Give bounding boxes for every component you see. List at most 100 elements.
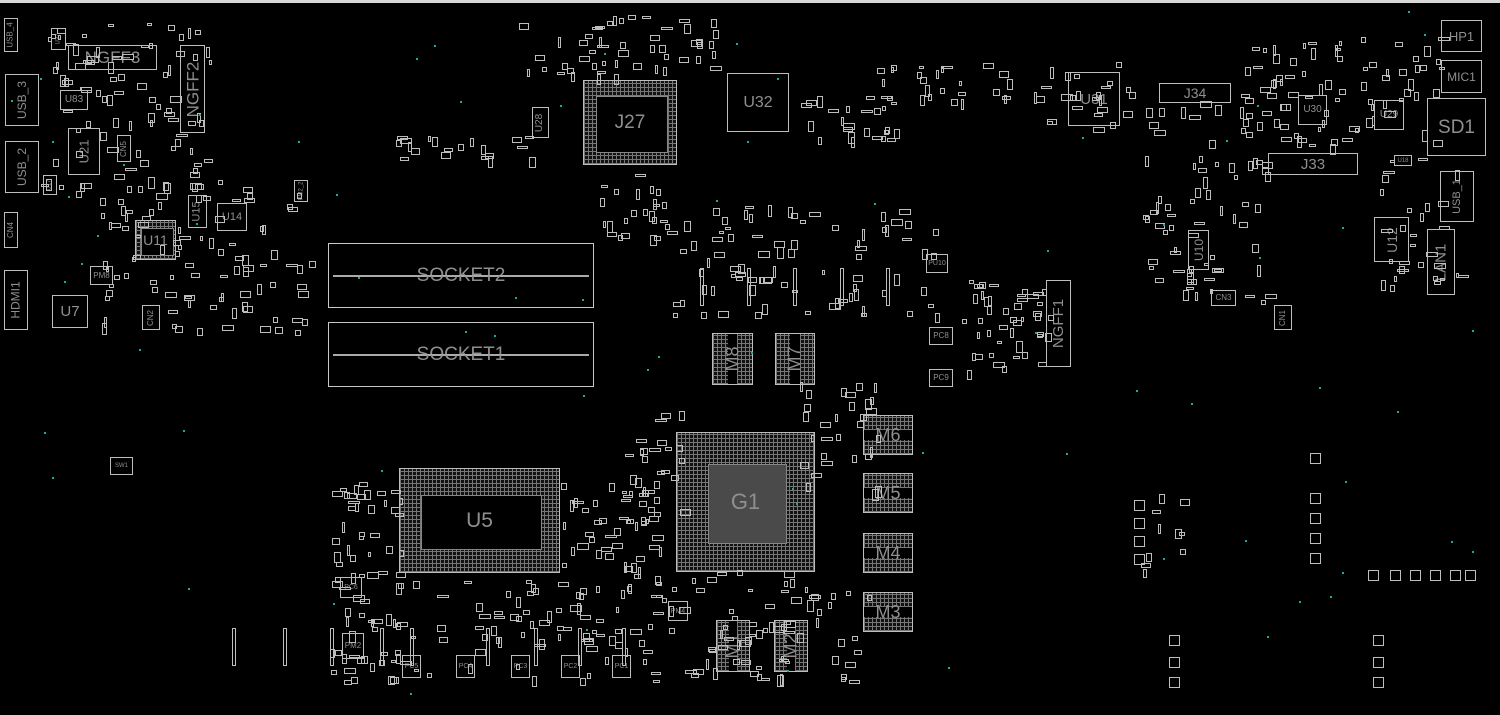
component-pc9[interactable]: PC9 (929, 369, 953, 387)
passive-pad (118, 74, 125, 81)
via-dot (787, 670, 789, 672)
passive-pad (1395, 42, 1403, 47)
component-u10[interactable]: U10 (1188, 230, 1209, 270)
inductor-pad (486, 628, 490, 666)
component-pc3[interactable]: PC3 (511, 655, 530, 678)
component-m7[interactable]: M7 (775, 333, 815, 385)
component-cn1[interactable]: CN1 (1274, 305, 1292, 330)
passive-pad (170, 275, 174, 280)
passive-pad (902, 238, 912, 241)
component-sw1[interactable]: SW1 (110, 457, 133, 475)
passive-pad (713, 208, 720, 216)
passive-pad (614, 189, 619, 195)
component-u29[interactable]: U29 (1374, 100, 1404, 130)
component-cn3[interactable]: CN3 (1211, 290, 1236, 306)
component-pc8[interactable]: PC8 (929, 327, 953, 345)
via-dot (716, 200, 718, 202)
passive-pad (512, 137, 522, 143)
passive-pad (652, 217, 657, 224)
component-m3[interactable]: M3 (863, 592, 913, 632)
component-cn2[interactable]: CN2 (142, 305, 160, 330)
passive-pad (797, 633, 804, 643)
component-cn5[interactable]: CN5 (117, 135, 131, 162)
component-u12[interactable]: U12 (1374, 217, 1409, 262)
component-usb-1[interactable]: USB_1 (1440, 171, 1474, 222)
component-u32[interactable]: U32 (727, 73, 789, 132)
passive-pad (1170, 251, 1181, 255)
passive-pad (1035, 313, 1041, 321)
component-socket1[interactable]: SOCKET1 (328, 322, 594, 387)
component-hp1[interactable]: HP1 (1441, 20, 1482, 52)
component-pm2-2[interactable]: PM2_2 (294, 180, 308, 202)
component-usb-4[interactable]: USB_4 (4, 18, 18, 52)
component-j33[interactable]: J33 (1268, 153, 1358, 175)
component-u21[interactable]: U21 (68, 128, 100, 175)
passive-pad (1188, 233, 1199, 238)
passive-pad (811, 594, 819, 601)
component-u17[interactable]: U17 (43, 175, 57, 195)
component-m8[interactable]: M8 (712, 333, 753, 385)
component-g1[interactable]: G1 (676, 432, 815, 572)
passive-pad (1241, 128, 1246, 134)
component-pm2[interactable]: PM2 (342, 633, 364, 659)
component-lan1[interactable]: LAN1 (1427, 229, 1455, 295)
passive-pad (1424, 46, 1431, 57)
passive-pad (657, 471, 665, 475)
passive-pad (942, 66, 953, 69)
passive-pad (1203, 177, 1208, 189)
via-dot (68, 196, 70, 198)
passive-pad (845, 392, 856, 398)
component-m4[interactable]: M4 (863, 533, 913, 573)
passive-pad (596, 634, 605, 637)
component-pc5[interactable]: PC5 (402, 655, 421, 678)
component-hdmi1[interactable]: HDMI1 (4, 270, 28, 330)
passive-pad (1325, 80, 1332, 90)
passive-pad (148, 113, 155, 123)
passive-pad (752, 235, 763, 238)
component-pc2[interactable]: PC2 (561, 655, 580, 678)
passive-pad (650, 186, 654, 194)
passive-pad (1390, 285, 1395, 292)
component-sd1[interactable]: SD1 (1427, 98, 1486, 156)
component-pc4[interactable]: PC4 (456, 655, 475, 678)
component-usb-2[interactable]: USB_2 (5, 141, 39, 193)
component-u28[interactable]: U28 (532, 107, 549, 138)
component-ngff1[interactable]: NGFF1 (1046, 280, 1071, 367)
component-cn4[interactable]: CN4 (4, 212, 18, 248)
component-j34[interactable]: J34 (1159, 83, 1231, 103)
passive-pad (1173, 270, 1185, 273)
component-u7[interactable]: U7 (52, 295, 88, 328)
component-u18[interactable]: U18 (1394, 155, 1412, 166)
via-dot (1342, 227, 1344, 229)
component-u83[interactable]: U83 (60, 90, 88, 110)
passive-pad (122, 226, 129, 231)
component-usb-3[interactable]: USB_3 (5, 74, 39, 126)
component-mic1[interactable]: MIC1 (1441, 60, 1482, 93)
passive-pad (108, 62, 114, 74)
passive-pad (298, 291, 309, 298)
component-pu10[interactable]: PU10 (926, 254, 948, 273)
component-u14[interactable]: U14 (217, 203, 247, 231)
via-dot (123, 164, 125, 166)
passive-pad (381, 652, 388, 656)
passive-pad (855, 246, 867, 251)
passive-pad (1022, 352, 1028, 359)
passive-pad (166, 108, 172, 114)
passive-pad (925, 85, 930, 97)
passive-pad (1204, 278, 1215, 281)
component-u5[interactable]: U5 (399, 468, 560, 573)
component-pc1[interactable]: PC1 (612, 655, 631, 678)
component-j27[interactable]: J27 (583, 80, 677, 165)
component-m2[interactable]: M2 (774, 620, 808, 672)
component-ngff2[interactable]: NGFF2 (180, 45, 205, 133)
component-m5[interactable]: M5 (863, 473, 913, 513)
component-pm8[interactable]: PM8 (90, 266, 113, 285)
component-m6[interactable]: M6 (863, 415, 913, 455)
passive-pad (482, 634, 488, 641)
component-socket2[interactable]: SOCKET2 (328, 243, 594, 308)
passive-pad (713, 668, 718, 680)
passive-pad (665, 447, 672, 451)
component-pm4[interactable]: PM4 (668, 601, 688, 621)
inductor-pad (232, 628, 236, 666)
